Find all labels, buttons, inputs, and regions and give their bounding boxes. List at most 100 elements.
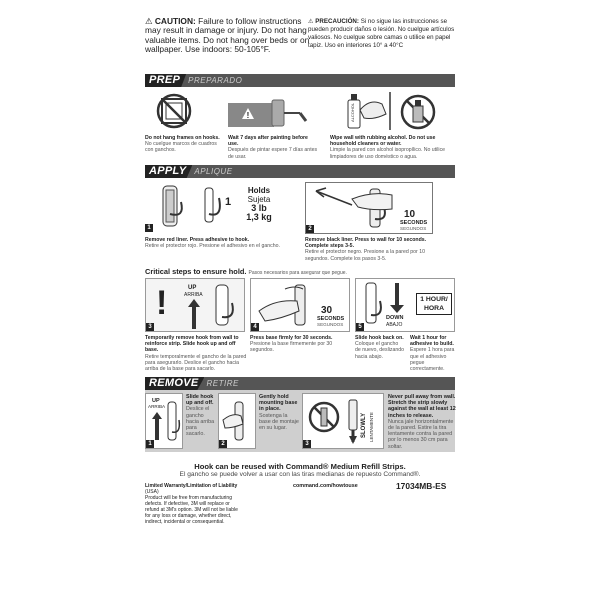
critical-step-5-caption: Slide hook back on. Coloque el gancho de…: [355, 335, 405, 360]
press-to-wall-icon: [315, 187, 393, 228]
apply-step-1-caption: Remove red liner. Press adhesive to hook…: [145, 237, 295, 249]
critical-wait-caption: Wait 1 hour for adhesive to build. Esper…: [410, 335, 458, 372]
caution-en: ⚠ CAUTION: Failure to follow instruction…: [145, 16, 315, 54]
apply-seconds-value: 10: [404, 209, 416, 220]
critical-step-3-number: 3: [146, 323, 154, 331]
remove-step-3-number: 3: [303, 440, 311, 448]
critical-step-3-en: Temporarily remove hook from wall to rei…: [145, 335, 239, 354]
apply-title: APPLY: [145, 165, 193, 178]
critical-step-5-en: Slide hook back on.: [355, 335, 404, 341]
apply-subtitle: APLIQUE: [194, 167, 233, 176]
critical-up-es: ARRIBA: [184, 292, 203, 298]
holds-es: Sujeta: [247, 195, 271, 204]
critical-step-4-es: Presione la base firmemente por 30 segun…: [250, 341, 333, 354]
hook-icon: [204, 187, 221, 223]
critical-step-3-caption: Temporarily remove hook from wall to rei…: [145, 335, 247, 372]
holds-kg: 1,3 kg: [246, 212, 272, 222]
remove-section-bar: REMOVE RETIRE: [145, 377, 455, 390]
warning-icon: ⚠: [145, 16, 153, 26]
remove-step-1-caption: Slide hook up and off. Deslice el gancho…: [186, 394, 216, 437]
critical-step-4-number: 4: [251, 323, 259, 331]
precaucion-text: Si no sigue las instrucciones se pueden …: [308, 18, 455, 49]
apply-step-1-es: Retire el protector rojo. Presione el ad…: [145, 243, 280, 250]
remove-step-1-panel: UP ARRIBA 1: [145, 393, 183, 449]
apply-step-2-panel: 10 SECONDS SEGUNDOS 2: [305, 182, 433, 234]
remove-up-es: ARRIBA: [148, 404, 166, 409]
caution-text: Failure to follow instructions may resul…: [145, 16, 310, 54]
prep-step-2-caption: Wait 7 days after painting before use. D…: [228, 135, 318, 160]
apply-step-1-en: Remove red liner. Press adhesive to hook…: [145, 237, 250, 243]
critical-seconds-es: SEGUNDOS: [317, 322, 344, 327]
critical-en: Critical steps to ensure hold.: [145, 267, 247, 276]
critical-step-5-panel: DOWN ABAJO 1 HOUR/ HORA 5: [355, 278, 455, 332]
exclamation-icon: !: [156, 284, 168, 322]
hook-slide-down-icon: [365, 282, 382, 324]
apply-step-1-number: 1: [145, 224, 153, 232]
caution-es: ⚠ PRECAUCIÓN: Si no sigue las instruccio…: [308, 18, 458, 50]
remove-step-3-es: Nunca jale horizontalmente de la pared. …: [388, 418, 454, 450]
no-frames-icon: [156, 93, 192, 129]
warning-icon: ⚠: [308, 18, 314, 25]
alcohol-label: ALCOHOL: [350, 102, 355, 122]
apply-section-bar: APPLY APLIQUE: [145, 165, 455, 178]
product-code: 17034MB-ES: [396, 481, 447, 491]
prep-section-bar: PREP PREPARADO: [145, 74, 455, 87]
reuse-note-es: El gancho se puede volver a usar con las…: [179, 471, 421, 478]
apply-step-2-en: Remove black liner. Press to wall for 10…: [305, 237, 427, 250]
critical-step-3-es: Retire temporalmente el gancho de la par…: [145, 353, 247, 373]
slowly-label: SLOWLY: [361, 412, 367, 438]
apply-seconds-es: SEGUNDOS: [400, 226, 427, 231]
paint-roller-icon: !: [228, 99, 308, 127]
hour-es: HORA: [423, 305, 444, 312]
holds-count: 1: [225, 196, 232, 208]
no-pull-icon: [308, 401, 340, 433]
apply-step-2-caption: Remove black liner. Press to wall for 10…: [305, 237, 440, 262]
apply-seconds-en: SECONDS: [400, 220, 428, 226]
hook-adhesive-icon: [162, 185, 183, 227]
stretch-strip-icon: [348, 399, 358, 444]
prep-step-2-en: Wait 7 days after painting before use.: [228, 135, 308, 148]
prep-step-3-es: Limpie la pared con alcohol isopropílico…: [330, 147, 446, 160]
wait-hour-badge: 1 HOUR/ HORA: [416, 293, 452, 315]
warranty-region: (USA): [145, 489, 159, 495]
arrow-down-icon: [390, 283, 404, 313]
critical-seconds-en: SECONDS: [317, 316, 345, 322]
howto-url[interactable]: command.com/howtouse: [293, 483, 358, 489]
prep-step-1-caption: Do not hang frames on hooks. No cuelgue …: [145, 135, 225, 154]
alcohol-wipe-icon: ALCOHOL: [347, 92, 436, 130]
critical-step-4-panel: 30 SECONDS SEGUNDOS 4: [250, 278, 350, 332]
warranty-title: Limited Warranty/Limitation of Liability: [145, 483, 238, 489]
remove-step-2-caption: Gently hold mounting base in place. Sost…: [259, 394, 299, 431]
prep-step-3-en: Wipe wall with rubbing alcohol. Do not u…: [330, 135, 436, 148]
remove-step-2-es: Sostenga la base de montaje en su lugar.: [259, 412, 299, 432]
hour-en: 1 HOUR/: [420, 296, 448, 303]
critical-up-label: UP: [188, 285, 197, 291]
slowly-es: LENTAMENTE: [369, 412, 374, 442]
reuse-note-en: Hook can be reused with Command® Medium …: [194, 462, 406, 471]
remove-subtitle: RETIRE: [206, 379, 239, 388]
prep-step-2-es: Después de pintar espere 7 días antes de…: [228, 147, 318, 160]
prep-step-1-es: No cuelgue marcos de cuadros con ganchos…: [145, 141, 217, 154]
apply-step-2-es: Retire el protector negro. Presione a la…: [305, 249, 425, 262]
critical-es: Pasos necesarios para asegurar que pegue…: [248, 270, 347, 276]
holds-lb: 3 lb: [251, 203, 267, 213]
critical-wait-en: Wait 1 hour for adhesive to build.: [410, 335, 454, 348]
remove-step-2-panel: 2: [218, 393, 256, 449]
caution-heading: CAUTION:: [154, 16, 196, 26]
arrow-up-icon: [152, 412, 162, 440]
press-base-icon: [258, 284, 306, 326]
critical-down-label: DOWN: [386, 315, 404, 321]
remove-section-background: [145, 390, 455, 452]
apply-step-2-number: 2: [306, 225, 314, 233]
remove-step-3-caption: Never pull away from wall. Stretch the s…: [388, 394, 456, 450]
critical-seconds-value: 30: [321, 305, 333, 316]
prep-title: PREP: [145, 74, 187, 87]
remove-step-3-en: Never pull away from wall. Stretch the s…: [388, 394, 456, 419]
critical-steps-heading: Critical steps to ensure hold. Pasos nec…: [145, 267, 347, 276]
critical-wait-es: Espere 1 hora para que el adhesivo pegue…: [410, 347, 455, 373]
hook-slide-up-icon: [215, 284, 234, 326]
svg-text:!: !: [247, 111, 250, 120]
remove-up-label: UP: [152, 398, 160, 404]
warranty-text: Product will be free from manufacturing …: [145, 495, 238, 525]
critical-step-5-es: Coloque el gancho de nuevo, deslizando h…: [355, 341, 405, 360]
